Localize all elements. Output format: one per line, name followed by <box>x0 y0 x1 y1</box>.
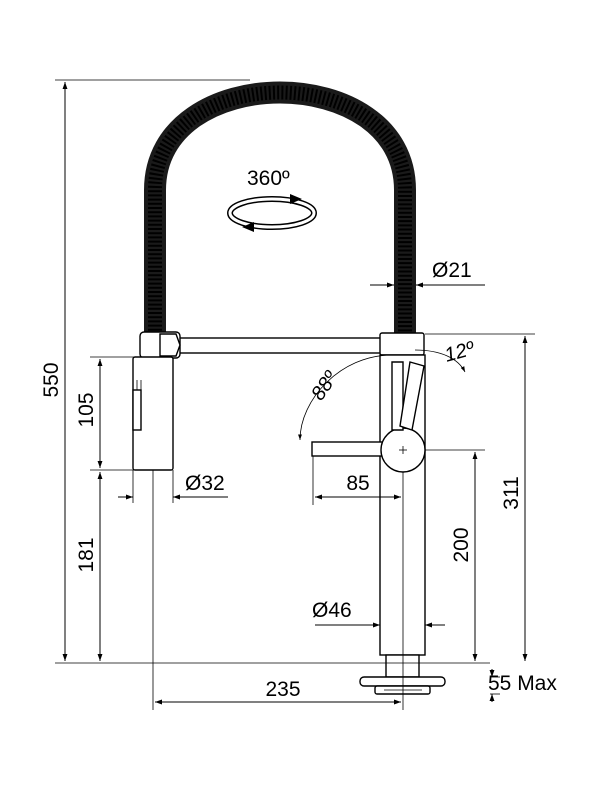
dim-46-label: Ø46 <box>312 599 352 622</box>
dimension-85: 85 <box>315 472 401 500</box>
dim-235-label: 235 <box>265 678 300 701</box>
dim-32-label: Ø32 <box>185 472 225 495</box>
dim-105-label: 105 <box>75 392 98 427</box>
dimension-235: 235 <box>155 678 401 705</box>
lever-handle <box>311 361 426 473</box>
dimension-105: 105 <box>75 359 103 468</box>
dim-55-max-label: 55 Max <box>488 672 557 695</box>
dimension-diameter-21: Ø21 <box>370 259 485 288</box>
dim-21-label: Ø21 <box>432 259 472 282</box>
dim-181-label: 181 <box>75 537 98 572</box>
dim-85-label: 85 <box>346 472 369 495</box>
dimension-181: 181 <box>75 472 103 661</box>
hose-arch <box>144 81 416 335</box>
extension-lines <box>55 79 535 710</box>
dimension-diameter-46: Ø46 <box>312 599 445 628</box>
spout-arm <box>139 331 425 359</box>
angle-88-indicator: 88º <box>298 354 393 441</box>
angle-88-label: 88º <box>307 366 343 404</box>
dimension-diameter-32: Ø32 <box>118 470 228 503</box>
dimension-200: 200 <box>450 452 478 661</box>
dimension-311: 311 <box>500 336 528 661</box>
dimension-550: 550 <box>40 82 68 661</box>
dim-550-label: 550 <box>40 362 63 397</box>
dim-311-label: 311 <box>500 476 523 509</box>
spray-head <box>132 356 174 471</box>
rotation-label: 360º <box>247 167 290 190</box>
dim-200-label: 200 <box>450 527 473 562</box>
rotation-symbol: 360º <box>227 167 317 232</box>
dimension-55-max: 55 Max <box>488 669 557 702</box>
tilt-12-label: 12º <box>442 337 478 366</box>
